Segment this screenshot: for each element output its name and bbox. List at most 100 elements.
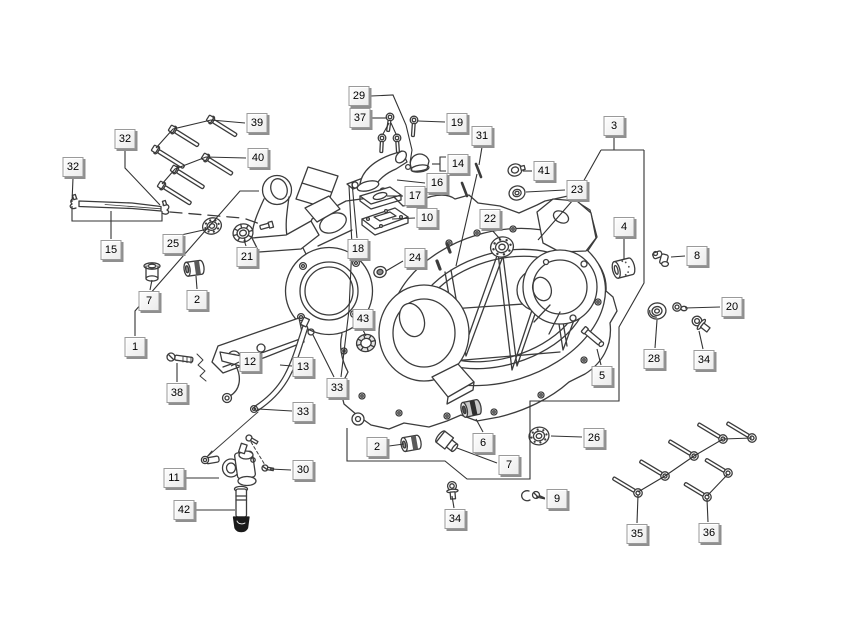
callout-label: 26 (587, 431, 601, 444)
callout-part-1[interactable]: 1 (124, 337, 146, 357)
callout-label: 11 (168, 471, 180, 484)
callout-part-34-b[interactable]: 34 (444, 509, 466, 529)
callout-label: 20 (725, 300, 739, 313)
callout-part-41[interactable]: 41 (533, 161, 555, 181)
leader-line-16 (396, 179, 426, 184)
part-clip-9 (521, 490, 545, 502)
leader-line-6 (475, 418, 484, 433)
leader-line-23 (525, 189, 566, 193)
callout-part-7-b[interactable]: 7 (498, 455, 520, 475)
callout-part-25[interactable]: 25 (162, 234, 184, 254)
callout-part-37[interactable]: 37 (349, 108, 371, 128)
callout-part-29[interactable]: 29 (348, 86, 370, 106)
callout-label: 37 (353, 111, 367, 124)
callout-part-32-a[interactable]: 32 (114, 129, 136, 149)
leader-line-7-a (149, 279, 153, 291)
leader-line-3 (537, 149, 602, 241)
callout-label: 4 (620, 220, 628, 233)
callout-part-6[interactable]: 6 (472, 433, 494, 453)
leader-line-31 (455, 173, 478, 267)
part-bushing-7a (143, 262, 161, 282)
callout-label: 39 (250, 116, 264, 129)
leader-line-36 (706, 498, 709, 523)
callout-part-34-a[interactable]: 34 (693, 350, 715, 370)
part-bushing-2b (400, 434, 422, 453)
callout-part-15[interactable]: 15 (100, 240, 122, 260)
callout-label: 28 (647, 352, 661, 365)
callout-label: 16 (430, 176, 444, 189)
leader-line-40 (161, 156, 247, 185)
callout-part-2-a[interactable]: 2 (186, 290, 208, 310)
hose-clamp-top (307, 328, 315, 336)
callout-part-2-b[interactable]: 2 (366, 437, 388, 457)
callout-part-42[interactable]: 42 (173, 500, 195, 520)
part-bushing-6 (460, 398, 482, 418)
part-oil-pump-11 (200, 411, 275, 533)
callout-part-9[interactable]: 9 (546, 489, 568, 509)
callout-part-13[interactable]: 13 (292, 357, 314, 377)
callout-part-43[interactable]: 43 (352, 309, 374, 329)
callout-part-30[interactable]: 30 (292, 460, 314, 480)
callout-part-3[interactable]: 3 (603, 116, 625, 136)
crank-chamber (378, 284, 470, 382)
callout-part-20[interactable]: 20 (721, 297, 743, 317)
callout-part-38[interactable]: 38 (166, 383, 188, 403)
leader-line-10 (391, 217, 416, 220)
callout-part-17[interactable]: 17 (404, 186, 426, 206)
callout-part-19[interactable]: 19 (446, 113, 468, 133)
callout-label: 43 (356, 312, 370, 325)
part-oil-hose-13 (249, 316, 315, 414)
callout-part-11[interactable]: 11 (163, 468, 185, 488)
part-bearing-21 (232, 223, 254, 243)
callout-part-28[interactable]: 28 (643, 349, 665, 369)
callout-label: 8 (693, 249, 701, 262)
leader-line-29 (370, 94, 413, 164)
callout-part-8[interactable]: 8 (686, 246, 708, 266)
callout-part-16[interactable]: 16 (426, 173, 448, 193)
part-shoulder-bolt-7b (435, 430, 459, 453)
callout-part-31[interactable]: 31 (471, 126, 493, 146)
callout-part-22[interactable]: 22 (479, 209, 501, 229)
leader-line-43 (362, 329, 367, 337)
leader-line-24 (385, 260, 404, 272)
leader-line-8 (670, 255, 686, 258)
part-fitting-8 (652, 250, 670, 268)
callout-label: 32 (118, 132, 132, 145)
callout-part-39[interactable]: 39 (246, 113, 268, 133)
callout-part-23[interactable]: 23 (566, 180, 588, 200)
callout-label: 7 (145, 294, 153, 307)
part-bushing-4 (611, 257, 636, 279)
callout-part-21[interactable]: 21 (236, 247, 258, 267)
leader-line-20 (684, 306, 721, 309)
callout-part-12[interactable]: 12 (239, 352, 261, 372)
callout-part-33-b[interactable]: 33 (292, 402, 314, 422)
callout-part-18[interactable]: 18 (347, 239, 369, 259)
callout-label: 14 (451, 157, 465, 170)
callout-part-5[interactable]: 5 (591, 366, 613, 386)
hose-clamp-bottom (249, 404, 259, 414)
part-stud-set-39 (150, 114, 238, 169)
cable-dashed-line (169, 211, 261, 225)
callout-part-4[interactable]: 4 (613, 217, 635, 237)
callout-part-7-a[interactable]: 7 (138, 291, 160, 311)
callout-label: 2 (193, 293, 201, 306)
callout-part-36[interactable]: 36 (698, 523, 720, 543)
callout-part-35[interactable]: 35 (626, 524, 648, 544)
part-stud-5 (580, 326, 605, 348)
callout-part-33-a[interactable]: 33 (326, 378, 348, 398)
callout-label: 34 (697, 353, 711, 366)
callout-label: 29 (352, 89, 366, 102)
leader-line-2-a (195, 275, 198, 290)
leader-lines (71, 94, 753, 524)
part-rod-15 (69, 193, 170, 215)
callout-part-26[interactable]: 26 (583, 428, 605, 448)
callout-part-32-b[interactable]: 32 (62, 157, 84, 177)
part-screw-38 (166, 352, 194, 364)
rear-hub (522, 198, 598, 335)
callout-part-10[interactable]: 10 (416, 208, 438, 228)
callout-part-24[interactable]: 24 (404, 248, 426, 268)
callout-part-14[interactable]: 14 (447, 154, 469, 174)
callout-part-40[interactable]: 40 (247, 148, 269, 168)
callout-label: 42 (177, 503, 191, 516)
leader-line-26 (550, 435, 583, 438)
